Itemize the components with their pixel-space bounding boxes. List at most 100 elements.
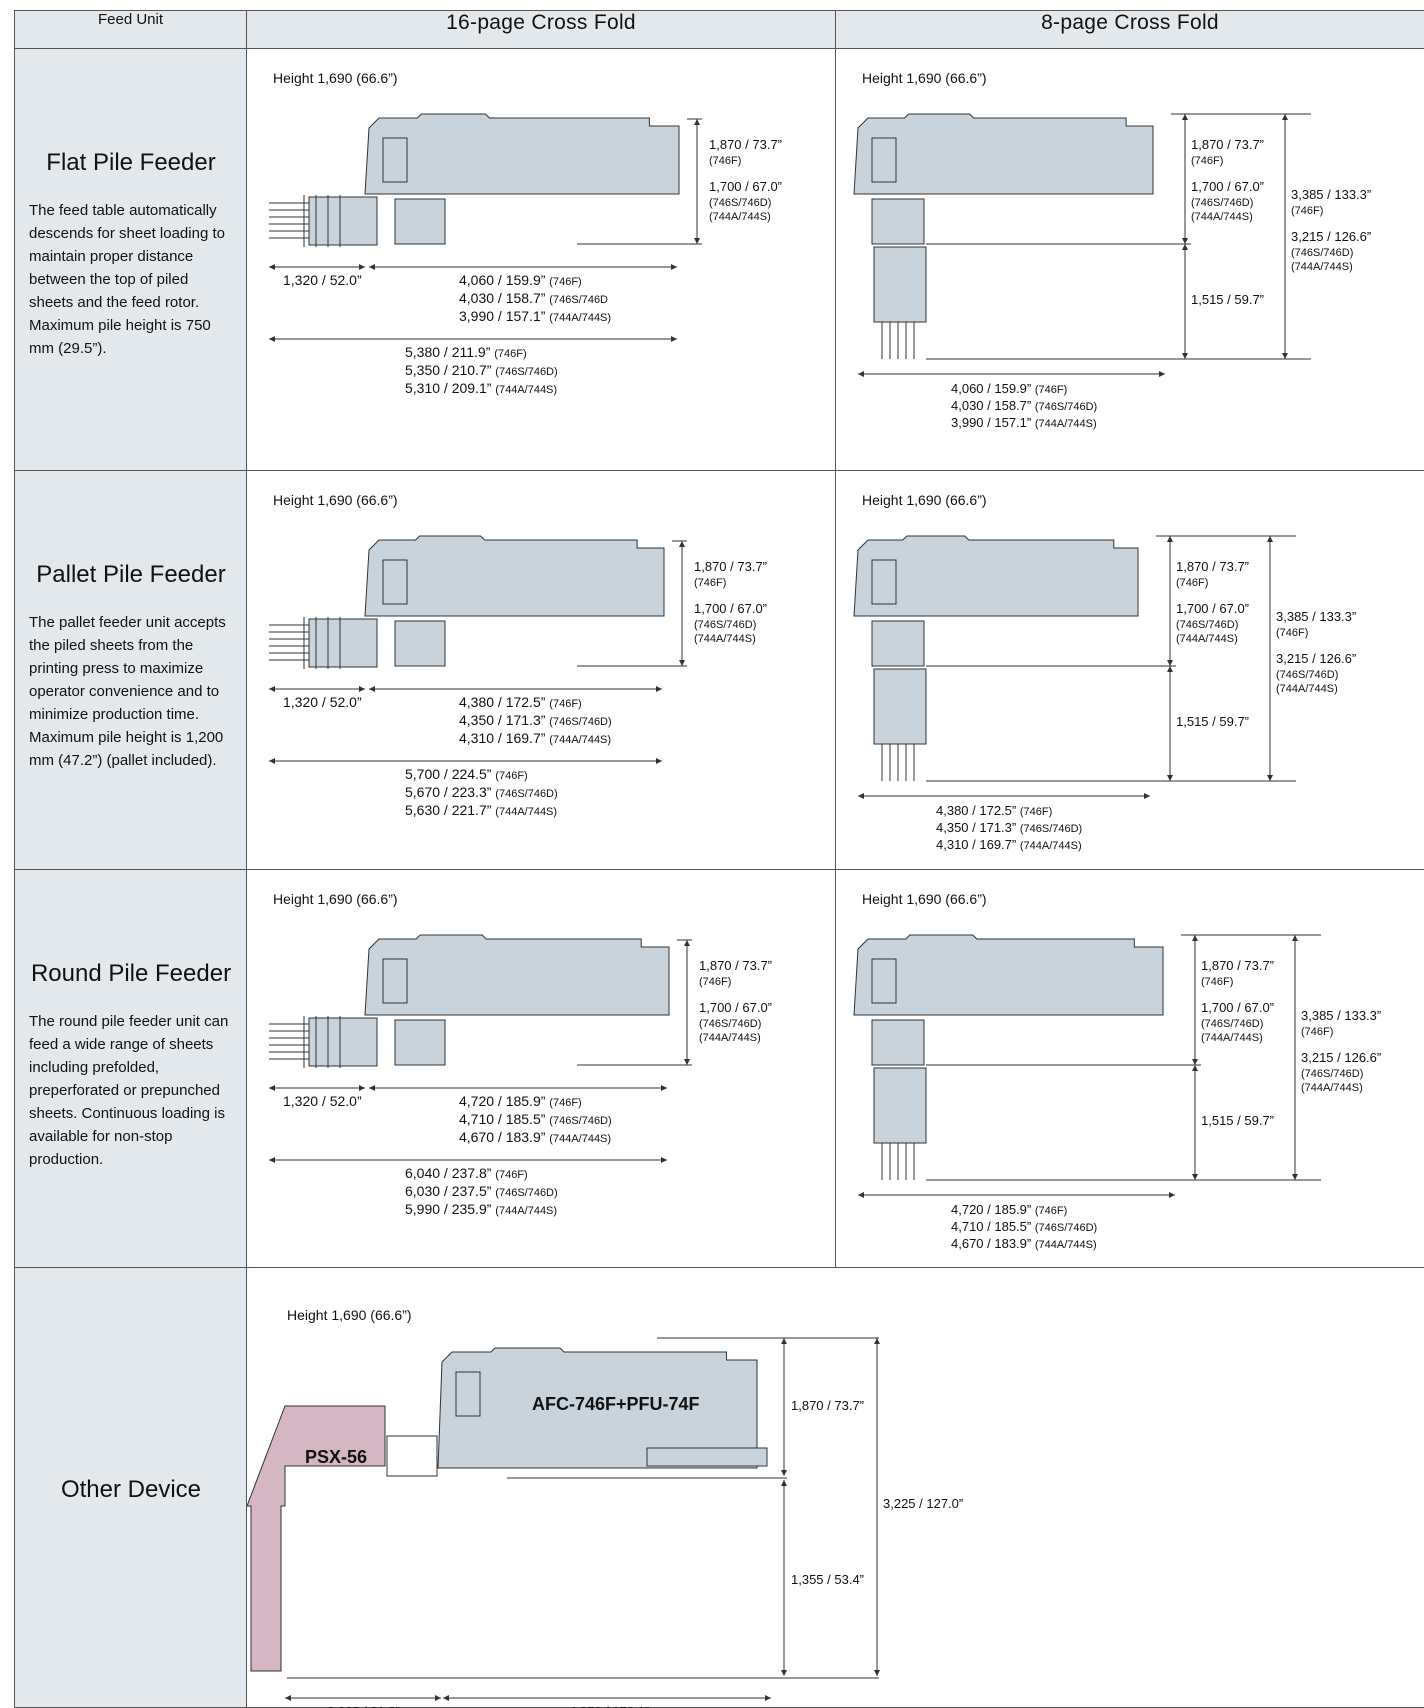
dim-note: (746F) — [1291, 205, 1323, 217]
feeder-description: The round pile feeder unit can feed a wi… — [29, 1010, 234, 1171]
feeder-description: The pallet feeder unit accepts the piled… — [29, 611, 234, 772]
feeder-name: Flat Pile Feeder — [15, 149, 247, 177]
folder-machine-shape — [365, 114, 679, 194]
dim-label: 4,720 / 185.9” (746F) — [951, 1202, 1067, 1217]
dim-note: (744A/744S) — [495, 1205, 557, 1217]
dim-label: 4,380 / 172.5” (746F) — [459, 694, 582, 710]
dim-note: (746S/746D) — [495, 1187, 557, 1199]
diagram-8page-pallet: Height 1,690 (66.6”)1,870 / 73.7”(746F)1… — [836, 471, 1424, 870]
dim-note: (744A/744S) — [1035, 418, 1097, 430]
dim-label: 1,515 / 59.7” — [1191, 292, 1264, 307]
dim-label: 3,385 / 133.3” — [1276, 609, 1356, 624]
dim-label: 5,630 / 221.7” (744A/744S) — [405, 802, 557, 818]
header-16page: 16-page Cross Fold — [247, 11, 836, 49]
height-label: Height 1,690 (66.6”) — [273, 492, 398, 508]
dim-label: 1,320 / 52.0” — [283, 272, 362, 288]
dim-note: (746F) — [495, 770, 527, 782]
dim-note: (746S/746D) — [694, 619, 756, 631]
dim-note: (746F) — [494, 348, 526, 360]
other-drawing: Height 1,690 (66.6”)PSX-56AFC-746F+PFU-7… — [247, 1268, 1424, 1708]
feeder-shape — [309, 197, 377, 245]
dim-note: (744A/744S) — [549, 1133, 611, 1145]
dim-label: 1,870 / 73.7” — [1201, 958, 1274, 973]
feeder-shape — [874, 1068, 926, 1143]
dim-label: 3,215 / 126.6” — [1276, 651, 1356, 666]
dim-note: (746S/746D) — [495, 788, 557, 800]
dim-note: (746S/746D) — [1201, 1018, 1263, 1030]
dim-note: (744A/744S) — [694, 633, 756, 645]
height-label: Height 1,690 (66.6”) — [273, 891, 398, 907]
dim-note: (744A/744S) — [1191, 211, 1253, 223]
dim-label: 1,355 / 53.4” — [791, 1572, 864, 1587]
dim-label: 1,870 / 73.7” — [699, 958, 772, 973]
dim-note: (746F) — [709, 155, 741, 167]
row-flat: Flat Pile Feeder The feed table automati… — [15, 49, 1424, 471]
dim-label: 4,030 / 158.7” (746S/746D — [459, 290, 608, 306]
dim-label: 1,870 / 73.7” — [694, 559, 767, 574]
dim-label: 1,320 / 52.0” — [283, 694, 362, 710]
dim-note: (746S/746D) — [1035, 1222, 1097, 1234]
dim-label: 5,990 / 235.9” (744A/744S) — [405, 1201, 557, 1217]
dim-label: 3,990 / 157.1” (744A/744S) — [951, 415, 1097, 430]
cross16-drawing: Height 1,690 (66.6”) 1,870 / 73.7” (746F)… — [247, 471, 836, 870]
folder-machine-shape — [854, 935, 1163, 1015]
diagram-16page-flat: Height 1,690 (66.6”)1,870 / 73.7” (746F)… — [247, 49, 836, 471]
dim-label: 3,385 / 133.3” — [1301, 1008, 1381, 1023]
row-label-cell: Pallet Pile Feeder The pallet feeder uni… — [15, 471, 247, 870]
dim-note: (746F) — [1035, 1205, 1067, 1217]
dim-label: 6,040 / 237.8” (746F) — [405, 1165, 528, 1181]
dim-label: 1,870 / 73.7” — [1176, 559, 1249, 574]
delivery-shape — [395, 621, 445, 666]
dim-note: (746F) — [1276, 627, 1308, 639]
dim-note: (744A/744S) — [549, 734, 611, 746]
folder-machine-shape — [854, 114, 1153, 194]
feeder-shape — [309, 619, 377, 667]
dim-note: (746S/746D) — [1276, 669, 1338, 681]
feeder-shape — [874, 669, 926, 744]
machine-base — [647, 1448, 767, 1466]
cross8-drawing: Height 1,690 (66.6”)1,870 / 73.7”(746F)1… — [836, 471, 1424, 870]
row-round: Round Pile Feeder The round pile feeder … — [15, 870, 1424, 1268]
dim-note: (746F) — [495, 1169, 527, 1181]
dim-label: 5,380 / 211.9” (746F) — [405, 344, 527, 360]
dim-note: (746F) — [549, 698, 581, 710]
dim-label: 4,060 / 159.9” (746F) — [459, 272, 582, 288]
diagram-8page-round: Height 1,690 (66.6”)1,870 / 73.7”(746F)1… — [836, 870, 1424, 1268]
dim-note: (746S/746D) — [1035, 401, 1097, 413]
row-label-cell: Flat Pile Feeder The feed table automati… — [15, 49, 247, 471]
diagram-8page-flat: Height 1,690 (66.6”)1,870 / 73.7”(746F)1… — [836, 49, 1424, 471]
dim-note: (744A/744S) — [1201, 1032, 1263, 1044]
dim-label: 4,370 / 172.1” — [569, 1704, 649, 1708]
device-shape — [247, 1406, 385, 1671]
dim-note: (746S/746D) — [1176, 619, 1238, 631]
dim-label: 4,060 / 159.9” (746F) — [951, 381, 1067, 396]
delivery-shape — [872, 621, 924, 666]
dim-note: (746F) — [1020, 806, 1052, 818]
cross16-drawing: Height 1,690 (66.6”)1,870 / 73.7” (746F)… — [247, 49, 836, 471]
dim-label: 2,065 / 81.3” — [327, 1704, 400, 1708]
feeder-description: The feed table automatically descends fo… — [29, 199, 234, 360]
dim-label: 4,710 / 185.5” (746S/746D) — [459, 1111, 612, 1127]
dim-label: 5,310 / 209.1” (744A/744S) — [405, 380, 557, 396]
diagram-16page-pallet: Height 1,690 (66.6”) 1,870 / 73.7” (746F)… — [247, 471, 836, 870]
delivery-shape — [872, 1020, 924, 1065]
height-label: Height 1,690 (66.6”) — [862, 492, 987, 508]
dim-label: 4,310 / 169.7” (744A/744S) — [936, 837, 1082, 852]
dim-note: (744A/744S) — [549, 312, 611, 324]
dim-note: (744A/744S) — [1291, 261, 1353, 273]
folder-machine-shape — [365, 536, 664, 616]
dim-label: 3,215 / 126.6” — [1291, 229, 1371, 244]
dim-label: 1,700 / 67.0” — [1201, 1000, 1274, 1015]
dim-note: (744A/744S) — [1176, 633, 1238, 645]
dim-label: 1,700 / 67.0” — [1191, 179, 1264, 194]
dim-label: 5,700 / 224.5” (746F) — [405, 766, 528, 782]
delivery-shape — [872, 199, 924, 244]
dim-note: (744A/744S) — [1276, 683, 1338, 695]
folder-machine-shape — [365, 935, 669, 1015]
cross16-drawing: Height 1,690 (66.6”) 1,870 / 73.7” (746F)… — [247, 870, 836, 1268]
dim-label: 3,990 / 157.1” (744A/744S) — [459, 308, 611, 324]
dim-note: (744A/744S) — [699, 1032, 761, 1044]
dim-note: (746S/746D) — [1020, 823, 1082, 835]
